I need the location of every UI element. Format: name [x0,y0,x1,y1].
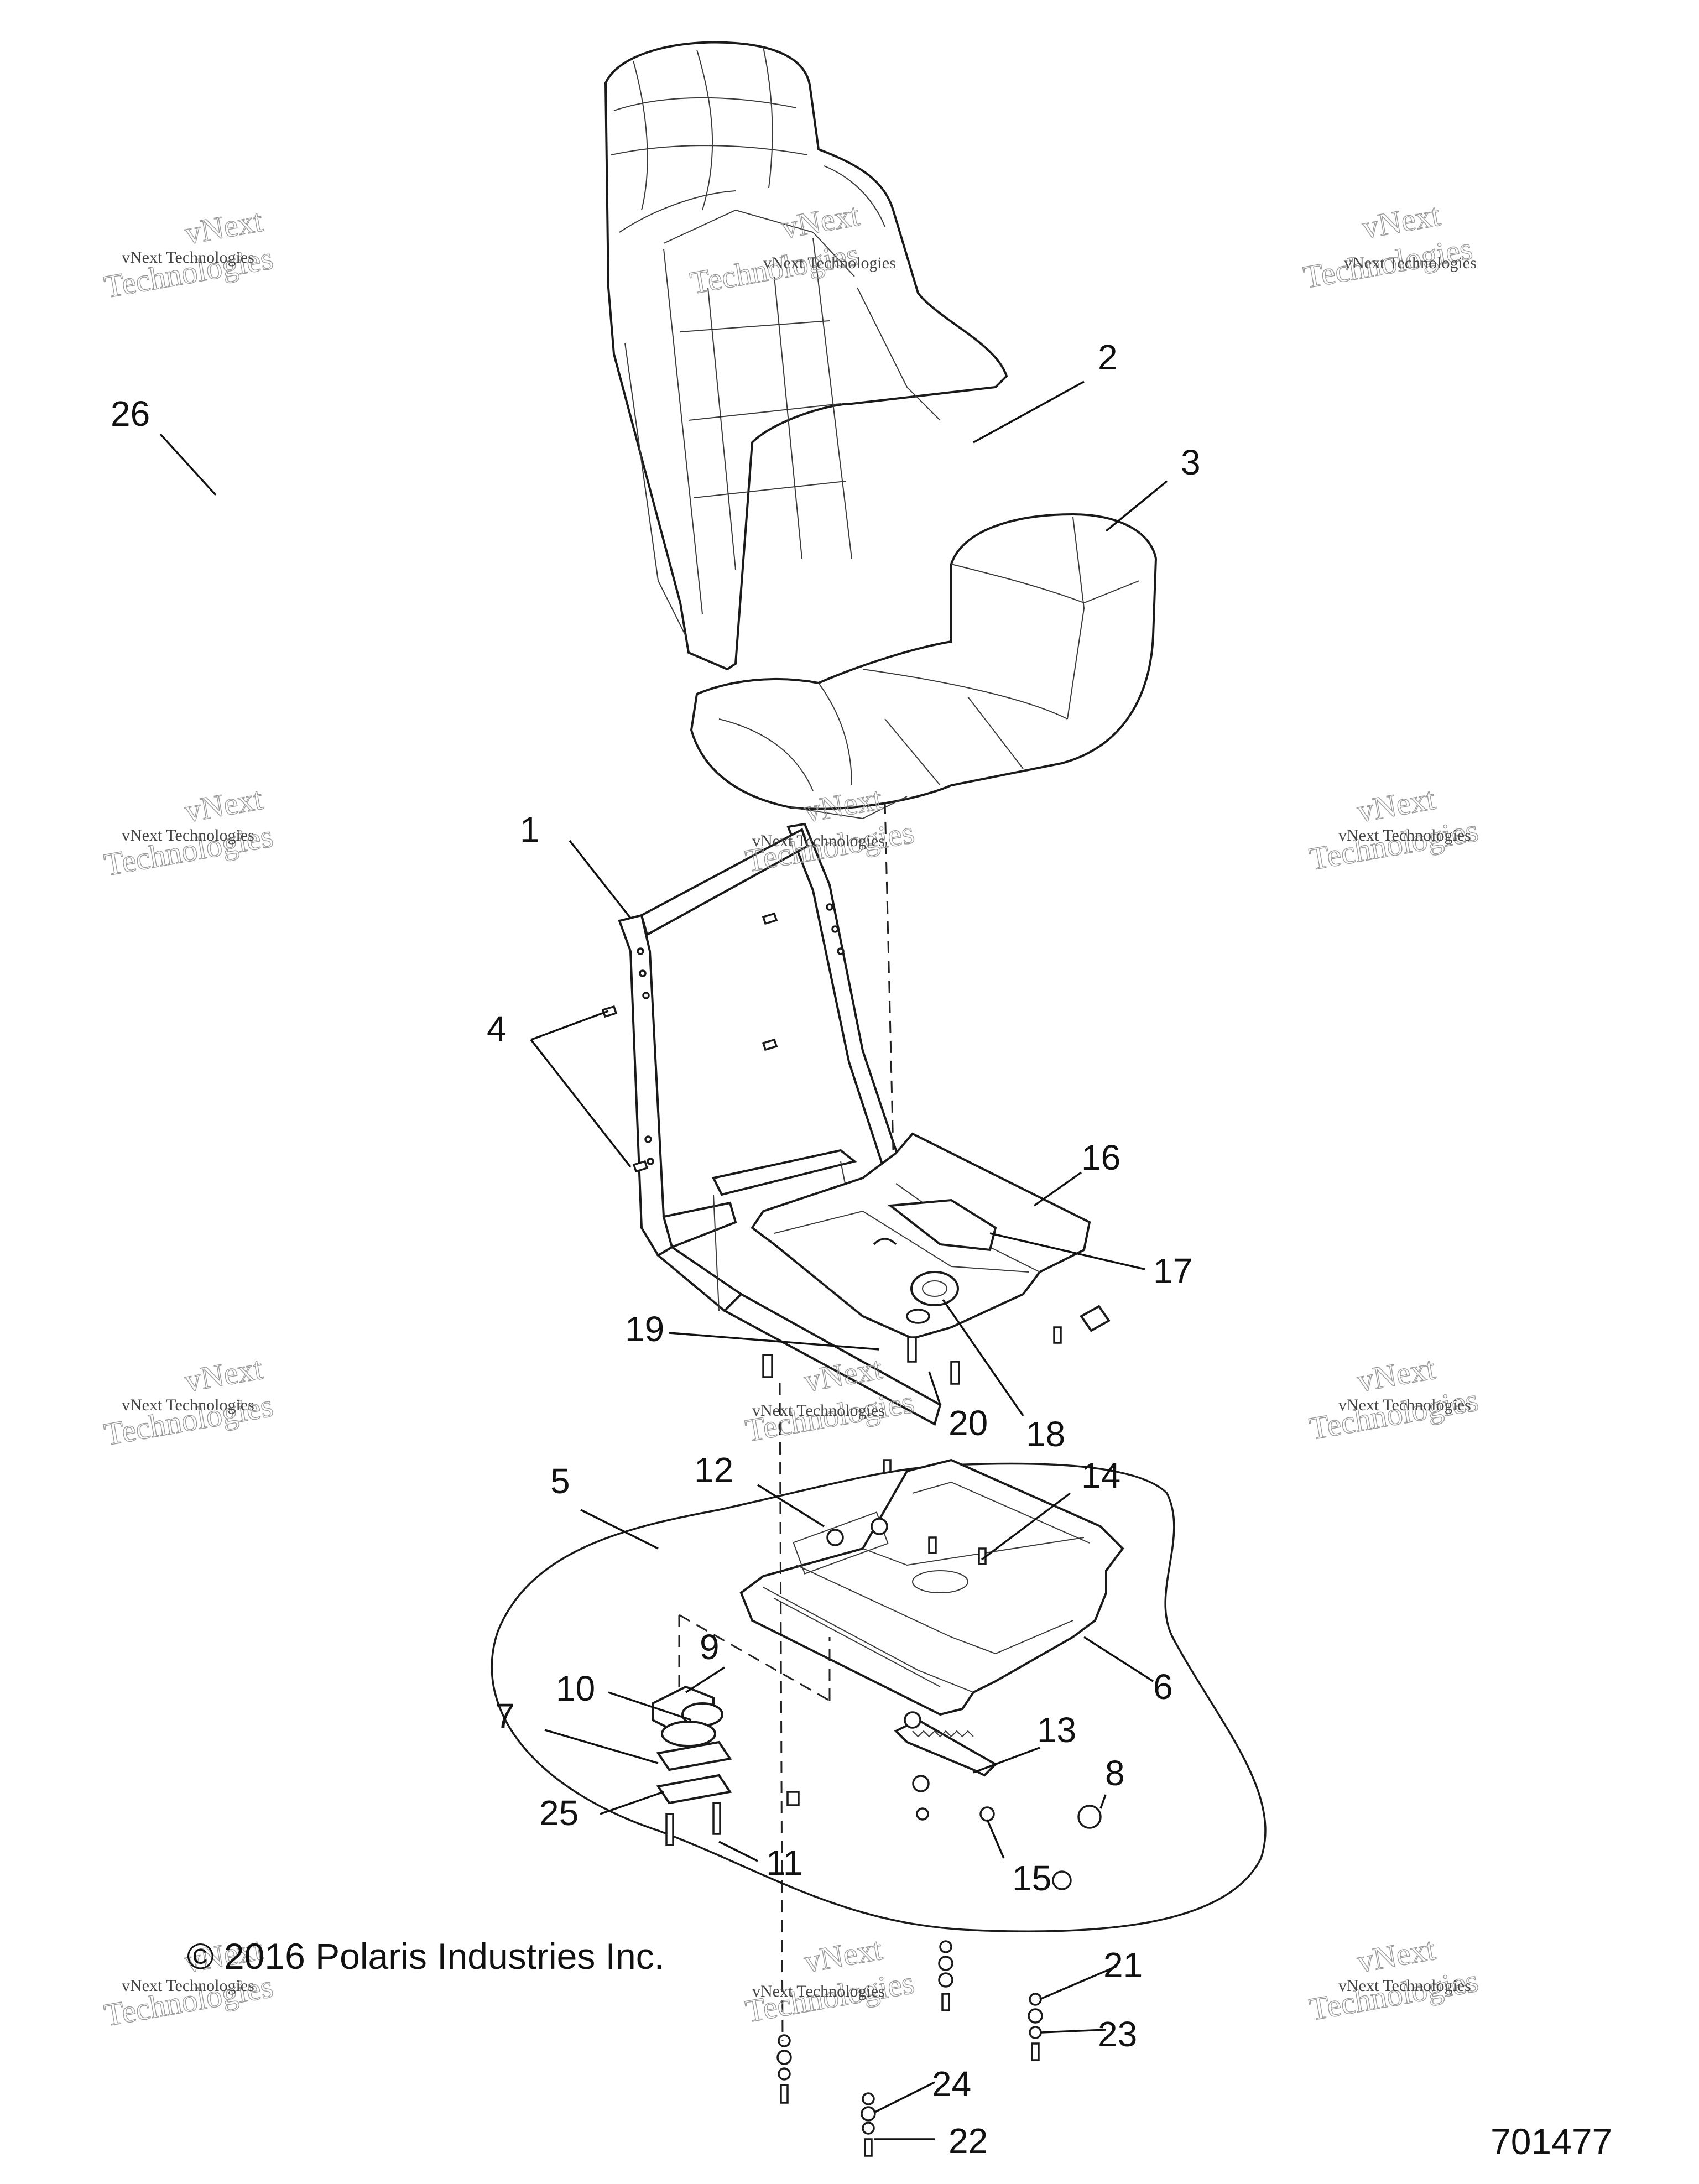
lower-hardware-stacks [776,1940,1043,2157]
seat-frame [618,822,942,1426]
svg-text:vNext Technologies: vNext Technologies [763,254,896,272]
callout-7: 7 [495,1696,515,1736]
callout-8: 8 [1105,1753,1125,1793]
mount-fasteners [762,1326,1062,1477]
callout-12: 12 [694,1450,733,1490]
adjuster-rack [894,1711,1102,1890]
svg-text:vNext Technologies: vNext Technologies [752,1401,885,1420]
frame-bolts [601,912,778,1173]
callout-25: 25 [539,1793,579,1833]
watermark-2: vNext Technologies vNext Technologies [1300,196,1477,296]
callout-1: 1 [520,810,540,849]
seat-slider-base [739,1458,1124,1716]
callout-21: 21 [1103,1945,1143,1985]
svg-text:vNext Technologies: vNext Technologies [122,1977,254,1995]
svg-text:vNext Technologies: vNext Technologies [1338,1977,1471,1995]
svg-text:vNext Technologies: vNext Technologies [1338,826,1471,845]
callout-16: 16 [1081,1138,1120,1177]
callout-23: 23 [1098,2014,1137,2054]
callout-6: 6 [1153,1667,1173,1707]
seat-back [604,41,1008,671]
watermark-0: vNext Technologies vNext Technologies [101,202,276,305]
svg-text:vNext Technologies: vNext Technologies [1344,254,1477,272]
callout-19: 19 [625,1309,664,1349]
watermark-6: vNext Technologies vNext Technologies [101,1349,276,1453]
seat-cushion [690,513,1158,820]
svg-text:vNext Technologies: vNext Technologies [752,1982,885,2000]
callout-20: 20 [948,1403,988,1443]
callout-3: 3 [1181,442,1201,482]
svg-text:vNext Technologies: vNext Technologies [122,826,254,845]
copyright-notice: © 2016 Polaris Industries Inc. [187,1936,664,1977]
callout-14: 14 [1081,1456,1120,1495]
callout-15: 15 [1012,1858,1051,1898]
seat-mount-plate [751,1132,1111,1340]
callout-13: 13 [1037,1710,1076,1750]
drawing-number: 701477 [1490,2121,1612,2162]
leader-lines [159,380,1168,2140]
latch-assembly [652,1685,800,1846]
svg-text:vNext Technologies: vNext Technologies [122,1396,254,1414]
alignment-lines [678,801,894,2041]
callout-9: 9 [700,1627,720,1667]
watermark-10: vNext Technologies vNext Technologies [742,1930,917,2030]
watermark-3: vNext Technologies vNext Technologies [101,780,276,883]
callout-labels: 26 2 3 1 4 16 17 19 20 18 5 12 14 9 10 7… [111,337,1201,2161]
watermark-11: vNext Technologies vNext Technologies [1306,1930,1481,2027]
svg-text:vNext Technologies: vNext Technologies [752,832,885,850]
watermark-8: vNext Technologies vNext Technologies [1306,1349,1481,1447]
callout-17: 17 [1153,1251,1192,1291]
callout-11: 11 [766,1843,802,1883]
callout-26: 26 [111,394,150,434]
callout-2: 2 [1098,337,1118,377]
watermark-5: vNext Technologies vNext Technologies [1306,780,1481,877]
callout-10: 10 [556,1669,595,1708]
callout-22: 22 [948,2121,988,2161]
svg-text:vNext Technologies: vNext Technologies [122,248,254,267]
callout-4: 4 [487,1009,507,1049]
callout-18: 18 [1026,1414,1065,1454]
callout-24: 24 [932,2064,971,2104]
callout-5: 5 [550,1461,570,1501]
svg-text:vNext Technologies: vNext Technologies [1338,1396,1471,1414]
